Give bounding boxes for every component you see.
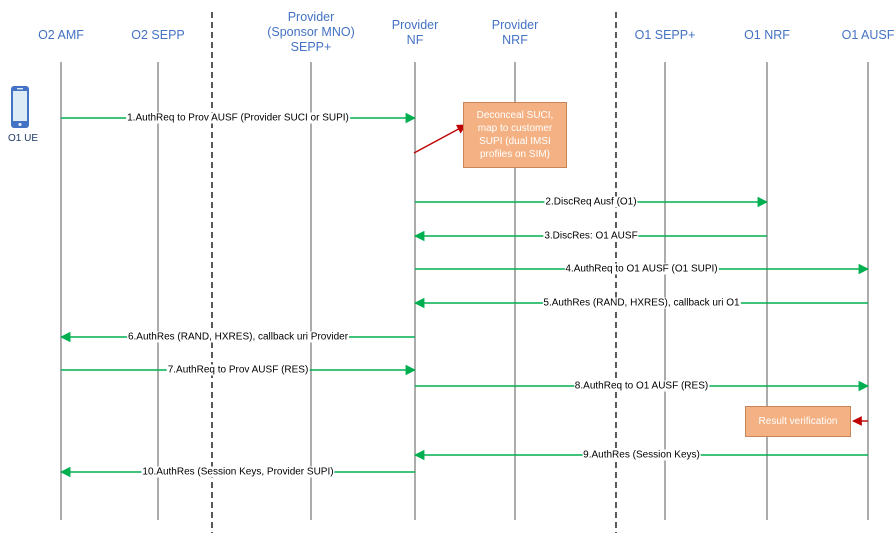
message-label-6: 6.AuthRes (RAND, HXRES), callback uri Pr… — [126, 331, 350, 343]
participant-o2sepp: O2 SEPP — [131, 28, 185, 43]
participant-o1nrf: O1 NRF — [744, 28, 790, 43]
participant-label-line: Provider — [491, 18, 539, 32]
result-verification-note: Result verification — [745, 406, 851, 437]
phone-icon — [11, 86, 29, 128]
message-label-3: 3.DiscRes: O1 AUSF — [543, 230, 639, 242]
participant-label-line: O1 AUSF — [841, 28, 895, 42]
message-label-1: 1.AuthReq to Prov AUSF (Provider SUCI or… — [126, 112, 350, 124]
message-label-7: 7.AuthReq to Prov AUSF (RES) — [166, 364, 310, 376]
message-label-10: 10.AuthRes (Session Keys, Provider SUPI) — [141, 466, 335, 478]
participant-label-line: NRF — [502, 33, 528, 47]
participant-label-line: O1 NRF — [744, 28, 790, 42]
note-pointer-arrow — [413, 124, 467, 154]
participant-label-line: Provider — [391, 18, 439, 32]
message-label-4: 4.AuthReq to O1 AUSF (O1 SUPI) — [564, 263, 719, 275]
participant-label-line: O2 AMF — [38, 28, 84, 42]
participant-label-line: Provider — [287, 10, 335, 24]
message-label-5: 5.AuthRes (RAND, HXRES), callback uri O1 — [542, 297, 741, 309]
participant-o1ausf: O1 AUSF — [842, 28, 895, 43]
participant-label-line: SEPP+ — [290, 40, 332, 54]
deconceal-note: Deconceal SUCI, map to customer SUPI (du… — [463, 102, 567, 168]
participant-o1sepp: O1 SEPP+ — [635, 28, 696, 43]
participant-o2amf: O2 AMF — [38, 28, 84, 43]
message-label-8: 8.AuthReq to O1 AUSF (RES) — [573, 380, 710, 392]
participant-label-line: O1 SEPP+ — [634, 28, 696, 42]
message-label-9: 9.AuthRes (Session Keys) — [582, 449, 701, 461]
ue-label: O1 UE — [8, 133, 39, 144]
participant-label-line: O2 SEPP — [131, 28, 185, 42]
participant-label-line: (Sponsor MNO) — [267, 25, 355, 39]
message-label-2: 2.DiscReq Ausf (O1) — [544, 196, 638, 208]
participant-label-line: NF — [406, 33, 424, 47]
participant-provsepp: Provider(Sponsor MNO)SEPP+ — [267, 10, 355, 55]
